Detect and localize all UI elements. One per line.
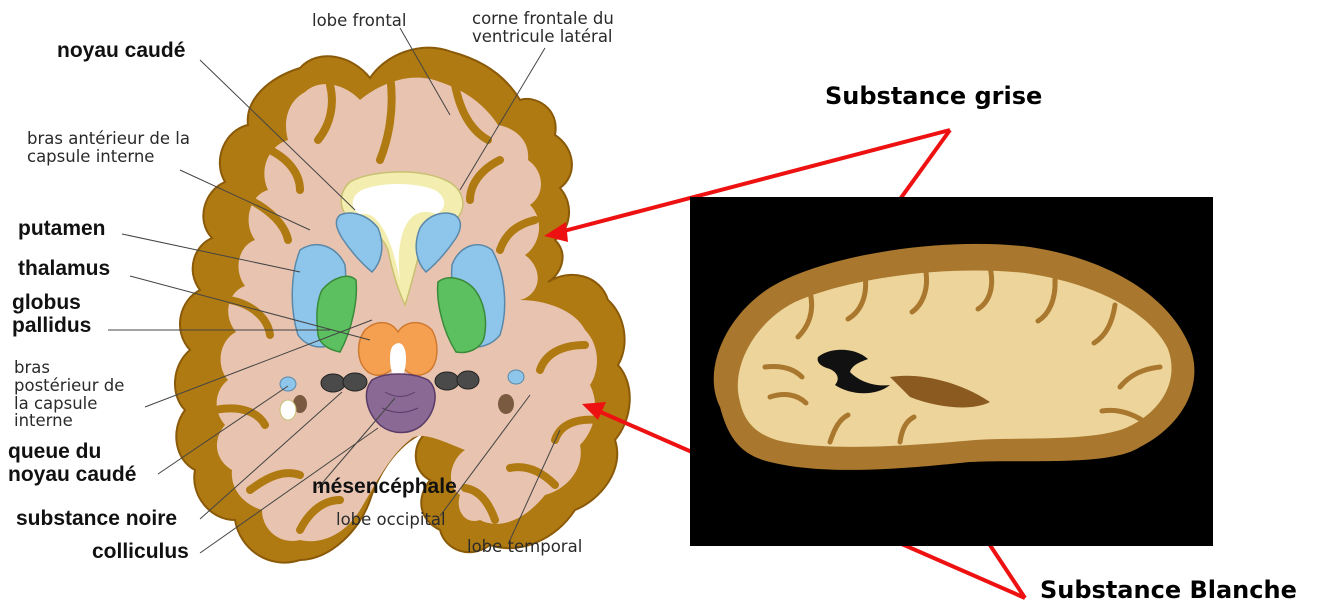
label-colliculus: colliculus bbox=[92, 541, 189, 564]
callout-substance-grise: Substance grise bbox=[825, 84, 1042, 110]
label-noyau-caude: noyau caudé bbox=[57, 40, 185, 63]
label-substance-noire: substance noire bbox=[16, 508, 177, 531]
label-queue-noyau-caude: queue du noyau caudé bbox=[8, 441, 136, 486]
label-globus-pallidus: globus pallidus bbox=[12, 292, 91, 337]
label-putamen: putamen bbox=[18, 218, 106, 241]
third-ventricle bbox=[390, 343, 406, 378]
label-lobe-occipital: lobe occipital bbox=[336, 511, 446, 529]
label-bras-anterieur: bras antérieur de la capsule interne bbox=[27, 130, 190, 166]
callout-substance-blanche: Substance Blanche bbox=[1040, 578, 1297, 604]
label-thalamus: thalamus bbox=[18, 258, 110, 281]
label-corne-frontale: corne frontale du ventricule latéral bbox=[472, 10, 614, 46]
label-mesencephale: mésencéphale bbox=[312, 476, 457, 499]
label-lobe-temporal: lobe temporal bbox=[467, 538, 582, 556]
brain-slice-drawing bbox=[690, 197, 1213, 546]
label-bras-posterieur: bras postérieur de la capsule interne bbox=[14, 359, 124, 430]
brain-slice-photo bbox=[690, 197, 1213, 546]
label-lobe-frontal: lobe frontal bbox=[312, 12, 407, 30]
